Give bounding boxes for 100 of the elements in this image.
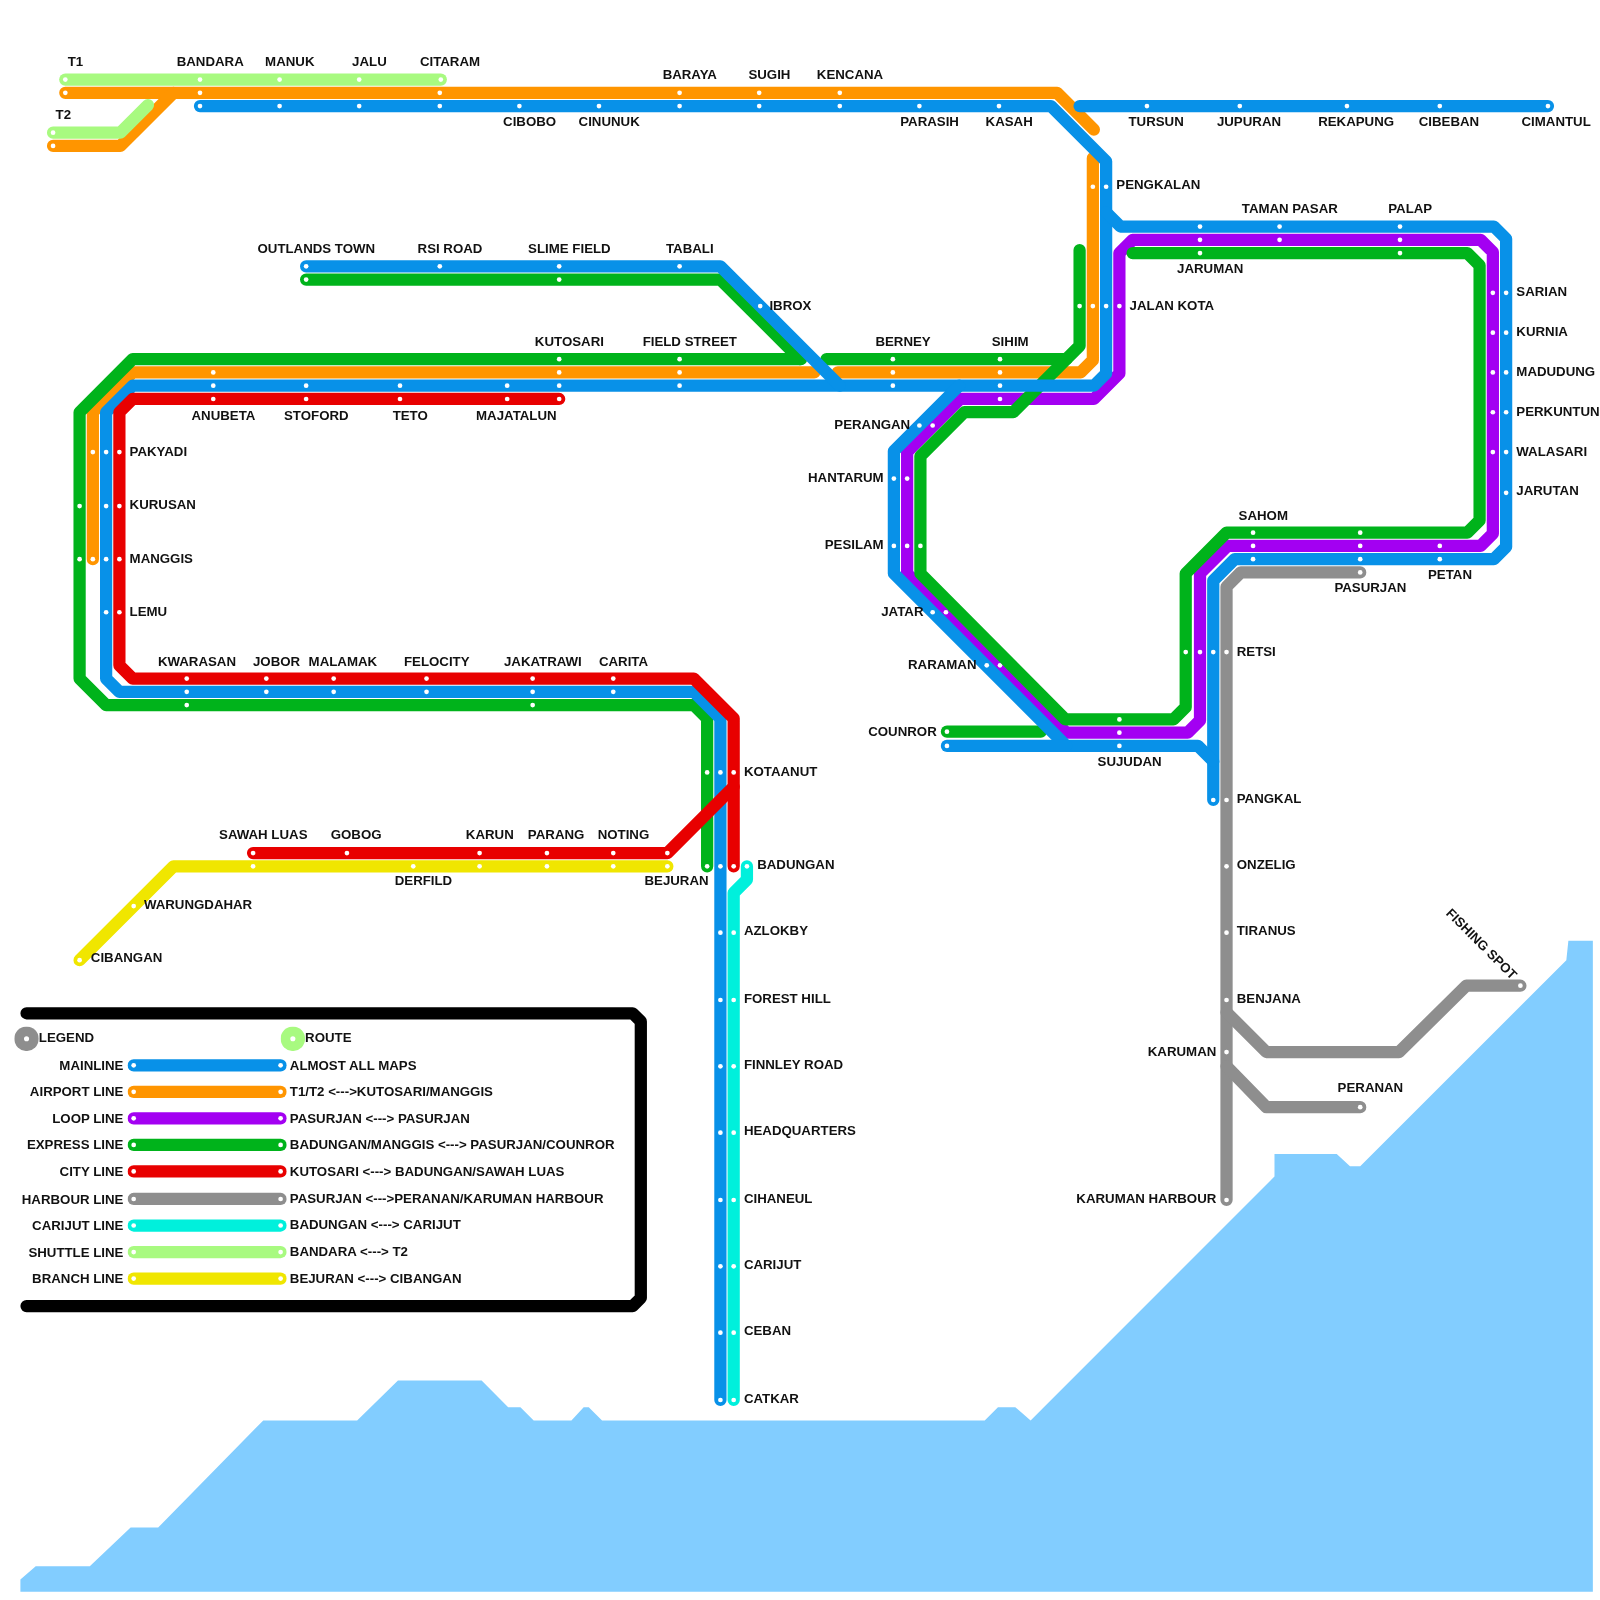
station-name: JARUTAN xyxy=(1516,483,1579,499)
station-name: TIRANUS xyxy=(1236,922,1296,939)
station-name: CATKAR xyxy=(743,1390,799,1406)
station-name: KWARASAN xyxy=(157,653,236,669)
station-name: TURSUN xyxy=(1128,113,1184,130)
station-name: KUTOSARI xyxy=(534,334,604,350)
station-name: KOTAANUT xyxy=(743,763,818,780)
station-name: MADUDUNG xyxy=(1516,363,1596,380)
station-name: PANGKAL xyxy=(1236,790,1302,806)
station-name: REKAPUNG xyxy=(1318,113,1395,130)
station-name: FINNLEY ROAD xyxy=(743,1056,844,1072)
column-heading: LEGEND xyxy=(38,1030,95,1046)
station-name: DERFILD xyxy=(394,872,453,889)
station-name: KENCANA xyxy=(816,66,884,83)
route-description: BADUNGAN <---> CARIJUT xyxy=(289,1216,461,1233)
station-name: KASAH xyxy=(985,113,1033,130)
station-name: FOREST HILL xyxy=(743,990,831,1006)
station-name: HANTARUM xyxy=(808,469,884,486)
station-name: MALAMAK xyxy=(308,653,378,669)
station-name: PESILAM xyxy=(824,537,884,553)
legend-label: CITY LINE xyxy=(59,1164,124,1180)
station-name: BERNEY xyxy=(875,334,931,350)
station-name: OUTLANDS TOWN xyxy=(257,240,376,256)
station-name: CIBOBO xyxy=(503,113,557,130)
station-name: TABALI xyxy=(665,240,714,256)
station-name: CEBAN xyxy=(743,1322,792,1339)
station-name: KURNIA xyxy=(1516,324,1568,340)
station-name: WALASARI xyxy=(1516,443,1588,459)
station-name: AZLOKBY xyxy=(743,922,808,939)
station-name: IBROX xyxy=(769,297,812,313)
station-name: PERANGAN xyxy=(834,416,911,433)
station-name: LEMU xyxy=(129,603,168,619)
station-name: PARANG xyxy=(527,827,585,843)
station-name: T1 xyxy=(67,53,84,69)
route-description: PASURJAN <---> PASURJAN xyxy=(289,1110,470,1126)
station-name: KARUMAN xyxy=(1147,1043,1217,1059)
station-name: RSI ROAD xyxy=(417,240,483,256)
station-name: HEADQUARTERS xyxy=(743,1122,856,1139)
legend-label: HARBOUR LINE xyxy=(21,1190,124,1207)
station-name: SLIME FIELD xyxy=(528,240,611,256)
route-description: BADUNGAN/MANGGIS <---> PASURJAN/COUNROR xyxy=(289,1137,615,1153)
station-name: BEJURAN xyxy=(644,872,709,889)
legend-label: SHUTTLE LINE xyxy=(28,1244,124,1260)
station-name: PERKUNTUN xyxy=(1516,403,1600,419)
route-description: ALMOST ALL MAPS xyxy=(289,1057,417,1073)
legend-label: AIRPORT LINE xyxy=(29,1084,124,1100)
station-name: JATAR xyxy=(881,603,924,619)
station-name: TETO xyxy=(392,407,428,423)
station-name: SIHIM xyxy=(991,334,1029,350)
station-name: JARUMAN xyxy=(1177,260,1244,276)
route-description: PASURJAN <--->PERANAN/KARUMAN HARBOUR xyxy=(289,1190,604,1206)
station-name: JUPURAN xyxy=(1216,113,1282,130)
station-name: PASURJAN xyxy=(1334,580,1407,596)
station-name: ANUBETA xyxy=(191,407,256,423)
station-name: CIBANGAN xyxy=(90,949,163,965)
station-name: MANGGIS xyxy=(129,550,193,566)
station-name: KARUN xyxy=(465,827,514,843)
station-name: MAJATALUN xyxy=(476,407,557,423)
station-name: BANDARA xyxy=(176,53,244,69)
legend-label: LOOP LINE xyxy=(52,1110,124,1127)
station-name: SAHOM xyxy=(1238,507,1288,523)
station-name: PALAP xyxy=(1388,200,1433,216)
station-name: CITARAM xyxy=(419,53,481,69)
station-name: CINUNUK xyxy=(578,113,640,130)
station-name: RARAMAN xyxy=(908,656,977,672)
station-name: STOFORD xyxy=(284,407,349,423)
station-name: CARIJUT xyxy=(743,1256,802,1272)
station-name: SUJUDAN xyxy=(1097,753,1162,769)
station-name: FELOCITY xyxy=(403,653,470,669)
route-description: BEJURAN <---> CIBANGAN xyxy=(289,1270,462,1287)
station-name: JALAN KOTA xyxy=(1129,297,1215,313)
station-name: JAKATRAWI xyxy=(503,653,582,669)
legend-label: EXPRESS LINE xyxy=(26,1137,124,1153)
station-name: BENJANA xyxy=(1236,990,1301,1006)
station-name: PAKYADI xyxy=(129,443,188,459)
station-name: MANUK xyxy=(265,53,315,69)
legend-label: CARIJUT LINE xyxy=(32,1217,124,1233)
station-name: KARUMAN HARBOUR xyxy=(1076,1190,1217,1206)
legend-label: BRANCH LINE xyxy=(32,1270,124,1286)
station-name: BARAYA xyxy=(662,66,717,83)
legend-label: MAINLINE xyxy=(59,1057,124,1073)
station-name: TAMAN PASAR xyxy=(1241,200,1338,216)
station-name: SAWAH LUAS xyxy=(219,827,308,843)
station-name: JOBOR xyxy=(252,653,301,669)
station-name: PARASIH xyxy=(900,113,959,130)
station-name: COUNROR xyxy=(868,724,937,740)
station-name: CIHANEUL xyxy=(743,1190,813,1206)
route-description: BANDARA <---> T2 xyxy=(289,1243,408,1259)
station-name: FIELD STREET xyxy=(642,334,737,350)
station-name: PETAN xyxy=(1428,566,1472,583)
station-name: CARITA xyxy=(598,653,649,669)
station-name: RETSI xyxy=(1236,643,1276,659)
station-name: PENGKALAN xyxy=(1116,177,1201,193)
station-name: T2 xyxy=(55,106,71,122)
station-name: GOBOG xyxy=(330,827,382,843)
station-name: CIMANTUL xyxy=(1521,113,1591,130)
station-name: KURUSAN xyxy=(129,496,196,512)
station-name: NOTING xyxy=(597,827,650,843)
station-name: BADUNGAN xyxy=(757,856,835,872)
station-name: WARUNGDAHAR xyxy=(143,896,253,912)
